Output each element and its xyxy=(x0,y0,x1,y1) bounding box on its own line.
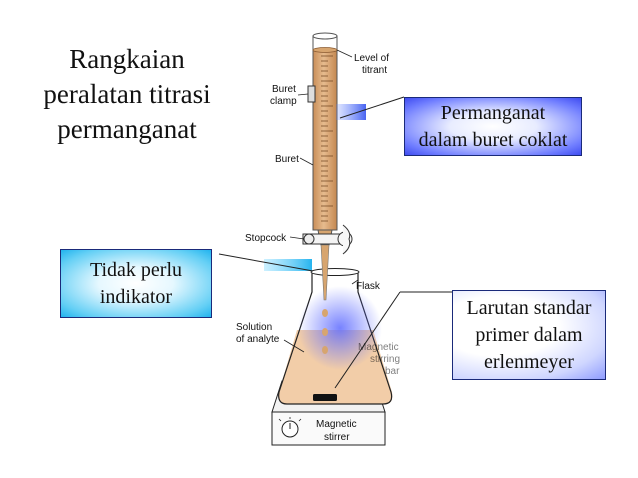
permanganat-highlight xyxy=(336,104,366,120)
label-level-of-titrant-1: Level of xyxy=(354,53,389,64)
slide-title: Rangkaian peralatan titrasi permanganat xyxy=(22,42,232,147)
label-magnetic-stirring-bar-3: bar xyxy=(385,366,400,377)
label-stopcock: Stopcock xyxy=(245,233,287,244)
diagram-labels: Level of titrant Buret clamp Buret Stopc… xyxy=(236,49,400,377)
title-line-3: permanganat xyxy=(57,114,197,144)
callout-larutan-line-3: erlenmeyer xyxy=(484,350,574,373)
label-magnetic-stirrer-1: Magnetic xyxy=(316,419,357,430)
label-solution-of-analyte-2: of analyte xyxy=(236,334,280,345)
label-solution-of-analyte-1: Solution xyxy=(236,322,272,333)
buret xyxy=(302,32,353,301)
label-buret-clamp-2: clamp xyxy=(270,96,297,107)
indikator-highlight xyxy=(264,259,312,271)
buret-graduations xyxy=(321,55,333,222)
callout-permanganat-line-1: Permanganat xyxy=(440,101,546,124)
callout-connectors xyxy=(218,96,452,389)
callout-permanganat-line-2: dalam buret coklat xyxy=(418,128,568,151)
callout-indikator-line-2: indikator xyxy=(99,285,173,308)
buret-clamp xyxy=(307,85,316,103)
callout-permanganat: Permanganat dalam buret coklat xyxy=(404,97,582,156)
label-level-of-titrant-2: titrant xyxy=(362,65,387,76)
callout-indikator-line-1: Tidak perlu xyxy=(89,258,183,281)
title-line-1: Rangkaian xyxy=(69,44,185,74)
label-magnetic-stirring-bar-1: Magnetic xyxy=(358,342,399,353)
callout-larutan-line-2: primer dalam xyxy=(475,323,583,346)
label-flask: Flask xyxy=(356,281,381,292)
label-magnetic-stirring-bar-2: stirring xyxy=(370,354,400,365)
label-magnetic-stirrer-2: stirrer xyxy=(324,432,350,443)
callout-indikator: Tidak perlu indikator xyxy=(60,249,212,318)
label-buret-clamp-1: Buret xyxy=(272,84,296,95)
title-line-2: peralatan titrasi xyxy=(43,79,211,109)
callout-larutan-line-1: Larutan standar xyxy=(466,296,592,319)
label-buret: Buret xyxy=(275,154,299,165)
callout-larutan-standar: Larutan standar primer dalam erlenmeyer xyxy=(452,290,606,380)
stirring-bar xyxy=(313,394,337,401)
